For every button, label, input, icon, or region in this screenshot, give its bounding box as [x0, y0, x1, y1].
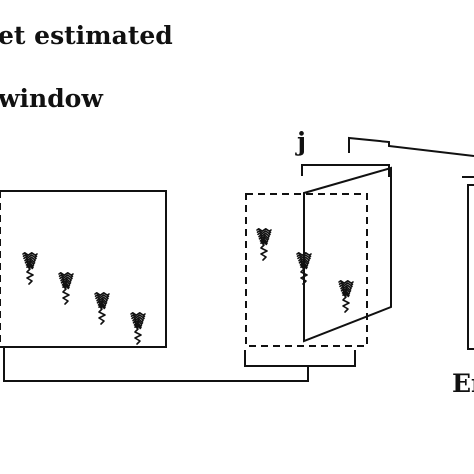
seismogram-icon — [338, 280, 354, 313]
trace-path — [338, 280, 354, 313]
label-right-partial: Er — [452, 369, 474, 398]
index-label-j: j — [295, 127, 306, 156]
seismogram-icon — [94, 292, 110, 325]
heading-line-2: window — [0, 84, 104, 113]
trace-path — [130, 312, 146, 345]
middle-bracket — [244, 350, 356, 367]
perspective-plane — [303, 166, 392, 343]
left-window-box — [0, 190, 167, 357]
seismogram-icon — [296, 252, 312, 285]
middle-dashed-box — [245, 193, 368, 347]
traces — [22, 228, 354, 345]
heading-line-1: et estimated — [0, 21, 173, 50]
seismogram-icon — [22, 252, 38, 285]
j-bracket — [301, 136, 474, 177]
trace-path — [256, 228, 272, 261]
right-partial-box — [462, 176, 474, 350]
trace-path — [58, 272, 74, 305]
trace-path — [94, 292, 110, 325]
connector-line — [3, 357, 309, 382]
seismogram-icon — [256, 228, 272, 261]
trace-path — [296, 252, 312, 285]
j-bracket-upper — [348, 136, 474, 157]
seismogram-icon — [58, 272, 74, 305]
left-box-outline — [0, 190, 167, 348]
seismogram-icon — [130, 312, 146, 345]
j-bracket-left — [301, 164, 390, 177]
right-box-outline — [467, 184, 474, 350]
trace-path — [22, 252, 38, 285]
